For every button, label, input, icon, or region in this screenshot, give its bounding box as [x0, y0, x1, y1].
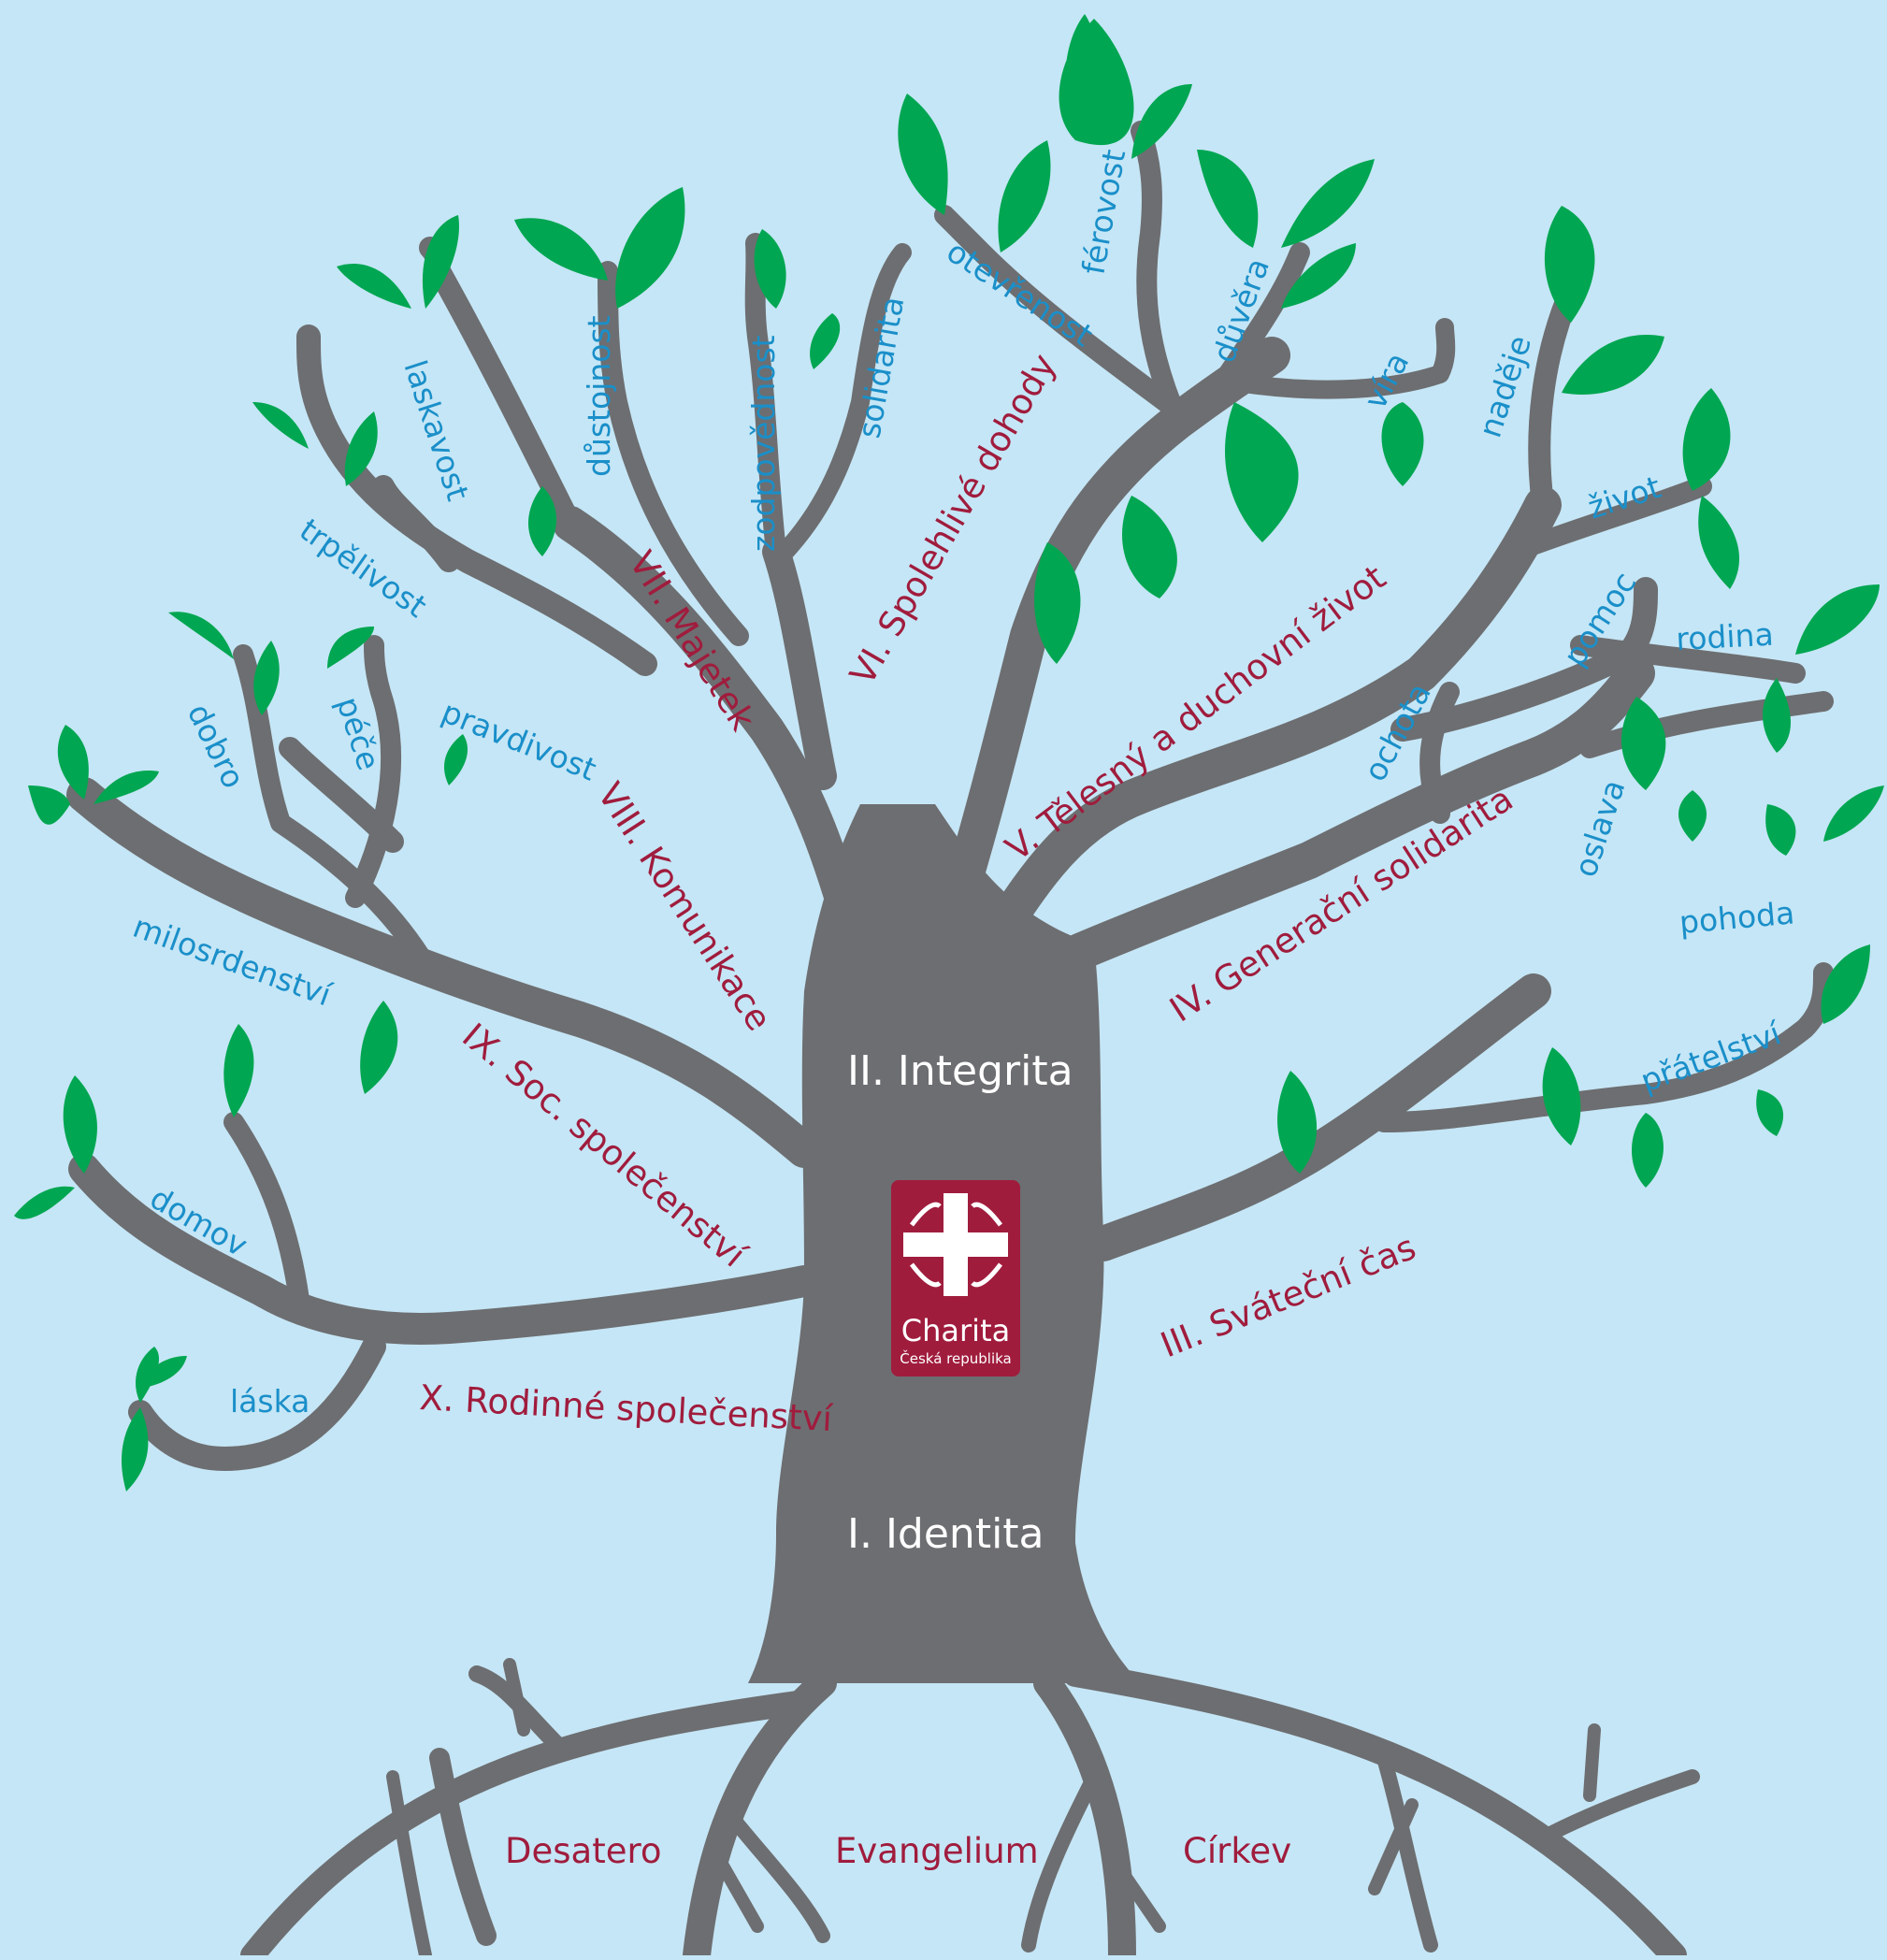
- logo-subtitle: Česká republika: [900, 1349, 1011, 1367]
- leaf-icon: [1621, 697, 1666, 790]
- leaf-icon: [1225, 402, 1299, 542]
- value-label: otevřenost: [941, 233, 1100, 353]
- leaf-icon: [344, 411, 378, 486]
- leaf-icon: [1544, 206, 1595, 323]
- leaf-icon: [1678, 790, 1707, 842]
- leaf-icon: [327, 627, 374, 669]
- leaf-icon: [1197, 150, 1259, 248]
- leaf-icon: [444, 734, 468, 785]
- value-label: láska: [230, 1383, 310, 1420]
- leaf-icon: [1131, 84, 1192, 159]
- leaf-icon: [1122, 496, 1177, 598]
- roots: [240, 1658, 1700, 1960]
- leaf-icon: [28, 785, 70, 825]
- leaf-icon: [253, 641, 280, 715]
- leaf-icon: [1823, 785, 1884, 842]
- leaves: [14, 14, 1884, 1492]
- leaf-icon: [63, 1075, 97, 1174]
- leaf-icon: [337, 264, 411, 309]
- principle-label: IX. Soc. společenství: [454, 1016, 755, 1276]
- leaf-icon: [1682, 388, 1731, 491]
- value-label: naděje: [1472, 331, 1539, 441]
- leaf-icon: [898, 94, 948, 215]
- leaf-icon: [168, 612, 234, 659]
- leaf-icon: [1059, 19, 1134, 146]
- leaf-icon: [360, 1001, 398, 1094]
- leaf-icon: [1821, 944, 1870, 1024]
- value-label: rodina: [1675, 616, 1774, 657]
- leaf-icon: [1542, 1047, 1581, 1146]
- leaf-icon: [615, 187, 685, 309]
- leaf-icon: [252, 402, 309, 449]
- principle-label: III. Sváteční čas: [1155, 1227, 1421, 1365]
- value-label: oslava: [1567, 775, 1633, 881]
- root-label: Desatero: [505, 1831, 662, 1871]
- root-label: Evangelium: [835, 1831, 1039, 1871]
- leaf-icon: [1795, 584, 1880, 655]
- leaf-icon: [1277, 1071, 1318, 1174]
- leaf-icon: [223, 1024, 254, 1117]
- leaf-icon: [1698, 496, 1739, 589]
- leaf-icon: [140, 1356, 187, 1389]
- leaf-icon: [14, 1186, 75, 1219]
- leaf-icon: [528, 486, 556, 556]
- leaf-icon: [754, 229, 786, 309]
- principle-label: II. Integrita: [847, 1047, 1073, 1095]
- value-label: laskavost: [396, 355, 476, 505]
- leaf-icon: [122, 1407, 149, 1492]
- leaf-icon: [998, 140, 1051, 252]
- value-label: zodpovědnost: [745, 335, 782, 552]
- principle-label: I. Identita: [847, 1510, 1044, 1558]
- leaf-icon: [1281, 243, 1356, 309]
- value-label: pohoda: [1678, 894, 1795, 941]
- leaf-icon: [810, 313, 841, 369]
- leaf-icon: [1034, 542, 1081, 664]
- root-label: Církev: [1183, 1831, 1291, 1871]
- principle-label: X. Rodinné společenství: [419, 1377, 835, 1439]
- leaf-icon: [422, 215, 459, 309]
- leaf-icon: [57, 725, 89, 800]
- principle-label: VIII. Komunikace: [589, 775, 779, 1037]
- logo-name: Charita: [901, 1313, 1010, 1348]
- leaf-icon: [1281, 159, 1375, 248]
- leaf-icon: [1763, 678, 1791, 753]
- leaf-icon: [94, 771, 159, 804]
- leaf-icon: [1562, 335, 1664, 395]
- leaf-icon: [1765, 804, 1796, 856]
- leaf-icon: [1381, 402, 1424, 486]
- leaf-icon: [514, 218, 608, 281]
- value-label: důstojnost: [581, 315, 617, 477]
- leaf-icon: [1632, 1113, 1664, 1188]
- value-label: férovost: [1074, 147, 1132, 278]
- value-label: dobro: [180, 698, 252, 794]
- leaf-icon: [1756, 1089, 1784, 1136]
- charita-logo: Charita Česká republika: [891, 1180, 1020, 1376]
